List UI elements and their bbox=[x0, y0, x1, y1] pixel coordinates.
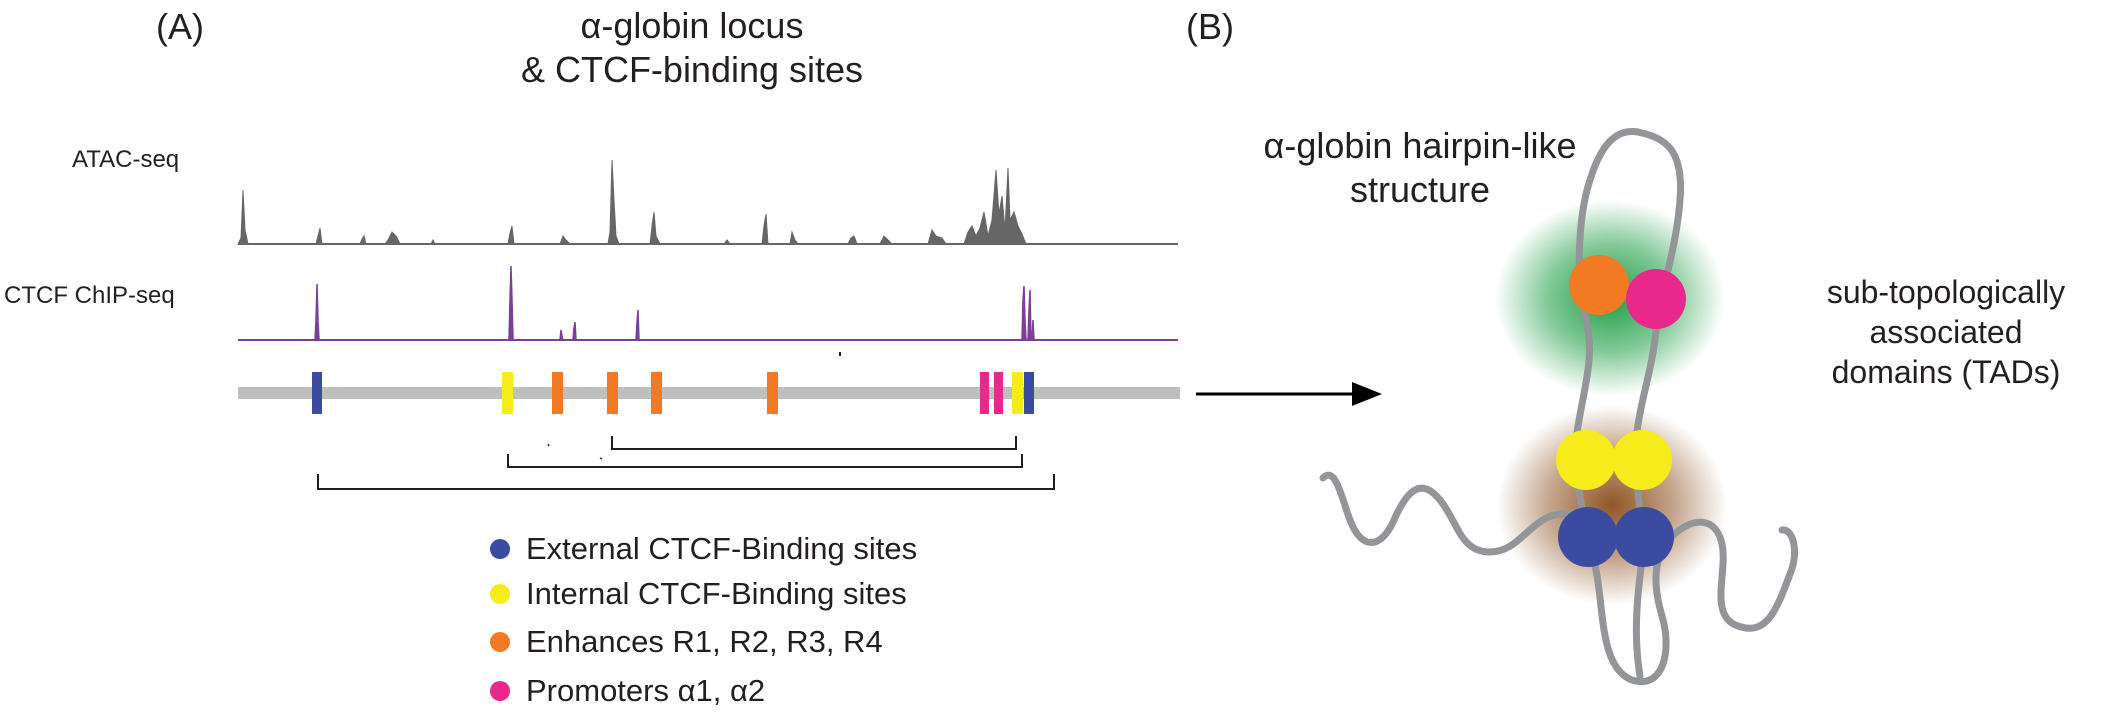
legend-dot-enhancer bbox=[490, 632, 510, 652]
sub-tad-label-line3: domains (TADs) bbox=[1831, 354, 2061, 390]
panel-a-label: (A) bbox=[156, 6, 204, 47]
bracket-internal-ctcf bbox=[507, 454, 1023, 468]
bracket-enhancer-promoter bbox=[611, 436, 1017, 450]
enhancer-site bbox=[767, 372, 778, 414]
external-ctcf-site bbox=[1024, 372, 1034, 414]
enhancer-bead bbox=[1569, 255, 1629, 315]
panel-b-title-line1: α-globin hairpin-like bbox=[1263, 125, 1577, 166]
ctcf-chipseq-label: CTCF ChIP-seq bbox=[4, 282, 175, 309]
legend-label: Enhances R1, R2, R3, R4 bbox=[526, 624, 883, 659]
atac-seq-label: ATAC-seq bbox=[72, 146, 180, 173]
internal-ctcf-bead bbox=[1556, 430, 1616, 490]
external-ctcf-bead bbox=[1558, 507, 1618, 567]
legend-label: Promoters α1, α2 bbox=[526, 673, 766, 708]
internal-ctcf-bead bbox=[1612, 430, 1672, 490]
external-ctcf-site bbox=[312, 372, 322, 414]
promoter-site bbox=[980, 372, 989, 414]
ctcf-chipseq-track bbox=[238, 265, 1178, 356]
panel-b-label: (B) bbox=[1186, 6, 1234, 47]
bracket-external-ctcf bbox=[317, 474, 1055, 490]
atac-seq-track bbox=[237, 159, 1178, 245]
legend-dot-external bbox=[490, 539, 510, 559]
legend-item-internal: Internal CTCF-Binding sites bbox=[490, 576, 907, 612]
locus-bar bbox=[238, 387, 1180, 399]
enhancer-site bbox=[607, 372, 618, 414]
legend-dot-promoter bbox=[490, 681, 510, 701]
sub-tad-label-line2: associated bbox=[1869, 314, 2023, 350]
external-ctcf-bead bbox=[1614, 507, 1674, 567]
bracket-tick bbox=[599, 457, 603, 460]
enhancer-site bbox=[552, 372, 563, 414]
chromatin-fiber bbox=[1319, 128, 1798, 686]
legend-item-promoter: Promoters α1, α2 bbox=[490, 673, 765, 709]
legend-label: External CTCF-Binding sites bbox=[526, 531, 918, 566]
transition-arrow bbox=[1196, 382, 1382, 406]
atac-peaks bbox=[237, 159, 1027, 245]
sub-tad-label: sub-topologically associated domains (TA… bbox=[1776, 272, 2116, 392]
panel-a-title-line1: α-globin locus bbox=[580, 5, 804, 46]
promoter-site bbox=[994, 372, 1003, 414]
bracket-tick bbox=[547, 443, 550, 447]
enhancer-site bbox=[651, 372, 662, 414]
hairpin-structure bbox=[1319, 128, 1798, 686]
legend-item-enhancer: Enhances R1, R2, R3, R4 bbox=[490, 624, 883, 660]
interaction-brackets bbox=[317, 436, 1055, 490]
panel-a-title: α-globin locus & CTCF-binding sites bbox=[432, 4, 952, 92]
legend-item-external: External CTCF-Binding sites bbox=[490, 531, 917, 567]
panel-b-title-line2: structure bbox=[1349, 169, 1491, 210]
bottom-halo bbox=[1497, 405, 1727, 605]
ctcf-peaks bbox=[314, 265, 1035, 341]
panel-a-title-line2: & CTCF-binding sites bbox=[520, 49, 864, 90]
legend-dot-internal bbox=[490, 584, 510, 604]
promoter-bead bbox=[1626, 269, 1686, 329]
internal-ctcf-site bbox=[1012, 372, 1023, 414]
internal-ctcf-site bbox=[502, 372, 513, 414]
locus-map bbox=[238, 372, 1180, 414]
panel-b-title: α-globin hairpin-like structure bbox=[1210, 124, 1630, 212]
legend-label: Internal CTCF-Binding sites bbox=[526, 576, 907, 611]
sub-tad-label-line1: sub-topologically bbox=[1826, 274, 2066, 310]
